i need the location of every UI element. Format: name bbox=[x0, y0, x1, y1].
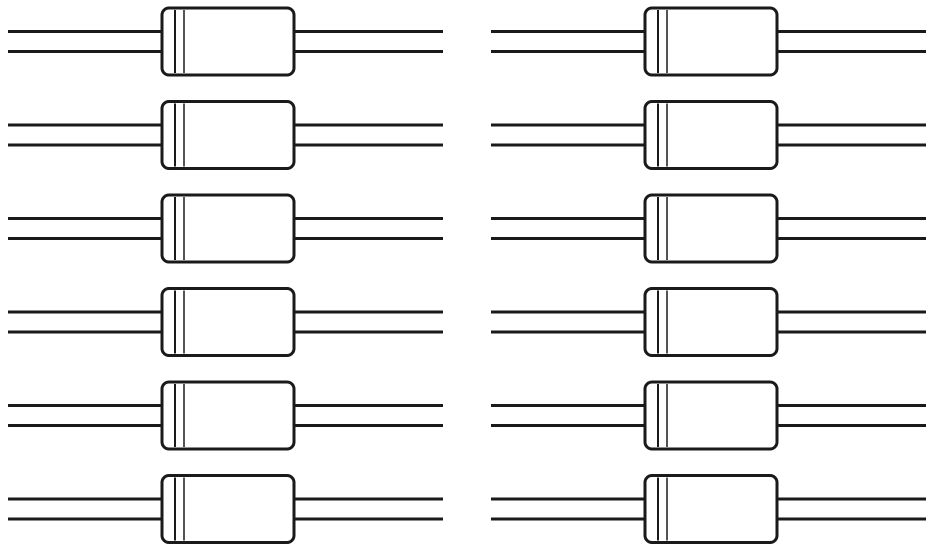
lead-right bbox=[294, 123, 443, 147]
diode-body bbox=[160, 380, 296, 451]
lead-right bbox=[777, 217, 926, 240]
lead-right bbox=[294, 310, 443, 334]
diode-body bbox=[160, 474, 296, 544]
lead-right bbox=[294, 217, 443, 240]
diode-body bbox=[643, 6, 779, 77]
cathode-band bbox=[174, 290, 185, 354]
cathode-band bbox=[657, 384, 668, 447]
cathode-band bbox=[657, 197, 668, 260]
lead-right bbox=[294, 404, 443, 427]
lead-right bbox=[777, 30, 926, 53]
diode-5 bbox=[8, 380, 443, 451]
lead-left bbox=[8, 404, 162, 427]
lead-left bbox=[491, 217, 645, 240]
diode-10 bbox=[491, 287, 926, 357]
lead-right bbox=[294, 30, 443, 53]
diode-7 bbox=[491, 6, 926, 77]
diode-9 bbox=[491, 193, 926, 264]
diode-body bbox=[643, 287, 779, 357]
cathode-band bbox=[174, 10, 185, 73]
lead-right bbox=[294, 497, 443, 521]
lead-left bbox=[8, 217, 162, 240]
diode-6 bbox=[8, 474, 443, 544]
diode-body bbox=[643, 193, 779, 264]
diode-12 bbox=[491, 474, 926, 544]
cathode-band bbox=[174, 103, 185, 167]
diode-2 bbox=[8, 100, 443, 170]
diode-8 bbox=[491, 100, 926, 170]
lead-left bbox=[491, 497, 645, 521]
lead-right bbox=[777, 123, 926, 147]
diode-body bbox=[643, 474, 779, 544]
diode-body bbox=[160, 193, 296, 264]
cathode-band bbox=[657, 290, 668, 354]
lead-left bbox=[491, 30, 645, 53]
diode-body bbox=[160, 287, 296, 357]
diode-1 bbox=[8, 6, 443, 77]
cathode-band bbox=[174, 197, 185, 260]
lead-right bbox=[777, 404, 926, 427]
cathode-band bbox=[174, 477, 185, 541]
diode-11 bbox=[491, 380, 926, 451]
diode-3 bbox=[8, 193, 443, 264]
cathode-band bbox=[657, 10, 668, 73]
diode-body bbox=[643, 100, 779, 170]
lead-left bbox=[8, 497, 162, 521]
lead-left bbox=[491, 310, 645, 334]
diode-4 bbox=[8, 287, 443, 357]
lead-left bbox=[491, 404, 645, 427]
lead-right bbox=[777, 310, 926, 334]
cathode-band bbox=[657, 103, 668, 167]
diode-body bbox=[160, 6, 296, 77]
diode-body bbox=[160, 100, 296, 170]
lead-left bbox=[491, 123, 645, 147]
lead-right bbox=[777, 497, 926, 521]
cathode-band bbox=[657, 477, 668, 541]
lead-left bbox=[8, 310, 162, 334]
diode-body bbox=[643, 380, 779, 451]
cathode-band bbox=[174, 384, 185, 447]
lead-left bbox=[8, 30, 162, 53]
lead-left bbox=[8, 123, 162, 147]
